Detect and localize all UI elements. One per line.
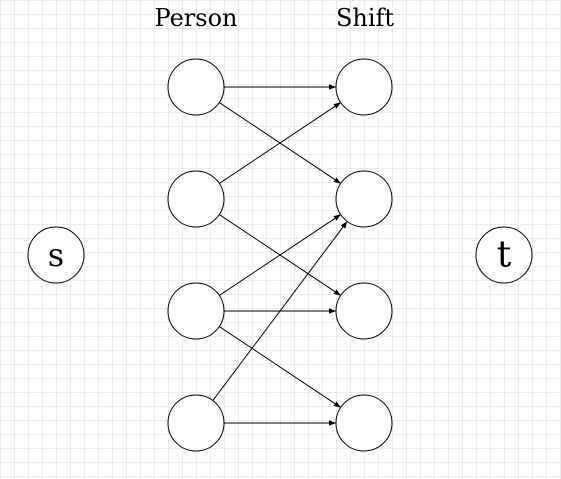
edge-p2-h1 [219, 102, 341, 184]
edge-p4-h2 [212, 221, 348, 401]
node-circle-p4 [167, 394, 225, 452]
shift-column-label: Shift [335, 4, 395, 32]
node-circle-t [475, 226, 533, 284]
node-p2 [167, 170, 225, 228]
node-circle-h1 [335, 58, 393, 116]
node-h3 [335, 282, 393, 340]
node-circle-h4 [335, 394, 393, 452]
edges-layer [212, 84, 348, 426]
node-h4 [335, 394, 393, 452]
node-h2 [335, 170, 393, 228]
node-circle-h2 [335, 170, 393, 228]
node-circle-p1 [167, 58, 225, 116]
node-label-t: t [497, 235, 512, 276]
node-circle-s [27, 226, 85, 284]
node-circle-p2 [167, 170, 225, 228]
node-t: t [475, 226, 533, 284]
edge-p3-h4 [219, 326, 341, 408]
node-label-s: s [48, 236, 64, 274]
node-circle-h3 [335, 282, 393, 340]
node-p3 [167, 282, 225, 340]
person-column-label: Person [154, 4, 238, 32]
node-p1 [167, 58, 225, 116]
node-circle-p3 [167, 282, 225, 340]
edge-p3-h2 [219, 214, 341, 296]
node-s: s [27, 226, 85, 284]
node-p4 [167, 394, 225, 452]
node-h1 [335, 58, 393, 116]
